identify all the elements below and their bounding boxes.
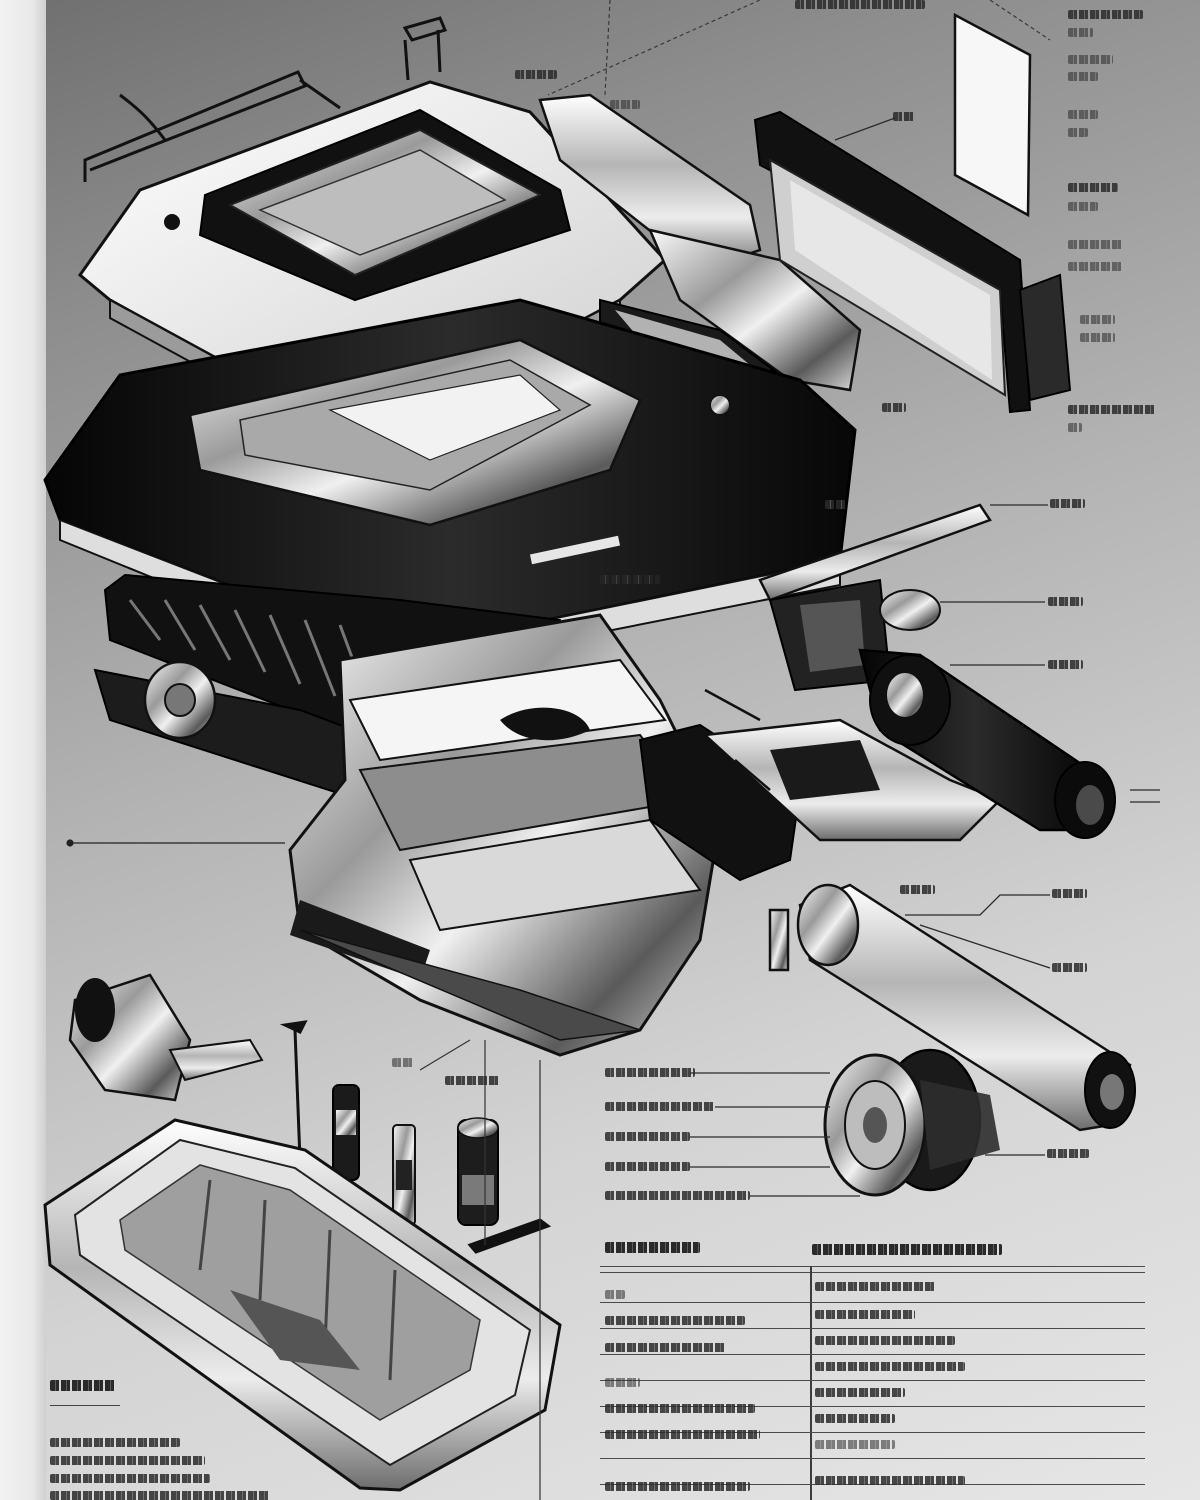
motor-housing-part <box>758 503 1116 839</box>
callout-label-mid-1 <box>882 403 906 412</box>
roller-tube-part <box>796 883 1136 1132</box>
central-motor-core-part <box>288 613 722 1057</box>
filter-frame-part <box>753 12 1072 414</box>
callout-label-right-4 <box>1068 72 1098 81</box>
table-cell <box>605 1404 755 1413</box>
table-rule <box>600 1432 1145 1433</box>
callout-label-right-14 <box>1068 423 1082 432</box>
callout-label-list-2 <box>605 1102 715 1111</box>
callout-label-center <box>445 1076 500 1085</box>
capsule-parts <box>332 1084 499 1226</box>
table-cell <box>815 1362 965 1371</box>
callout-label-shaft-2 <box>1052 889 1087 898</box>
callout-label-right-12 <box>1080 333 1115 342</box>
callout-label-motor-2 <box>1048 597 1083 606</box>
top-leader-lines <box>547 0 1051 96</box>
table-rule <box>600 1354 1145 1355</box>
callout-label-right-2 <box>1068 28 1093 37</box>
callout-label-top-1 <box>795 0 925 9</box>
glass-plate-part <box>953 12 1032 218</box>
table-cell <box>605 1316 745 1325</box>
callout-label-right-13 <box>1068 405 1156 414</box>
paper-margin <box>0 0 46 1500</box>
table-cell <box>605 1290 625 1299</box>
callout-label-right-7 <box>1068 183 1118 192</box>
notes-heading <box>50 1380 115 1391</box>
table-rule <box>600 1328 1145 1329</box>
notes-line-3 <box>50 1474 210 1483</box>
lever-rod-part <box>83 70 341 182</box>
callout-leader-lines <box>690 117 1160 1197</box>
table-cell <box>605 1343 725 1352</box>
fastener-parts <box>704 688 790 972</box>
clip-bracket-part <box>402 16 448 81</box>
notes-line-2 <box>50 1456 205 1465</box>
callout-label-right-3 <box>1068 55 1113 64</box>
table-cell <box>815 1282 935 1291</box>
table-cell <box>815 1310 915 1319</box>
notes-line-4 <box>50 1491 270 1500</box>
end-cap-cylinder-part <box>68 973 264 1102</box>
callout-label-right-5 <box>1068 110 1098 119</box>
table-rule <box>600 1380 1145 1381</box>
pin-parts <box>279 1020 552 1254</box>
table-cell <box>605 1482 750 1491</box>
table-cell <box>605 1430 760 1439</box>
table-title-left <box>605 1242 700 1253</box>
callout-label-top-3 <box>610 100 640 109</box>
vertical-guide-lines <box>419 1039 541 1500</box>
callout-label-list-3 <box>605 1132 690 1141</box>
table-title-right <box>812 1244 1002 1255</box>
callout-label-shaft-1 <box>900 885 935 894</box>
table-cell <box>815 1476 965 1485</box>
callout-label-right-6 <box>1068 128 1088 137</box>
table-rule <box>600 1266 1145 1267</box>
callout-label-center-2 <box>392 1058 414 1067</box>
callout-label-list-5 <box>605 1191 750 1200</box>
callout-label-core <box>825 500 847 509</box>
table-cell <box>815 1388 905 1397</box>
callout-label-list-1 <box>605 1068 695 1077</box>
callout-label-right-11 <box>1080 315 1115 324</box>
table-column-divider <box>810 1266 812 1500</box>
table-rule <box>600 1272 1145 1273</box>
callout-label-right-10 <box>1068 262 1123 271</box>
table-rule <box>600 1302 1145 1303</box>
table-cell <box>815 1414 895 1423</box>
notes-rule <box>50 1405 120 1406</box>
left-leader-line <box>66 839 285 847</box>
table-cell <box>815 1336 955 1345</box>
callout-label-frame <box>893 112 915 121</box>
table-rule <box>600 1458 1145 1459</box>
callout-label-right-1 <box>1068 10 1143 19</box>
table-cell <box>815 1440 895 1449</box>
callout-label-pulley <box>1047 1149 1089 1158</box>
drive-shaft-assembly-part <box>638 718 1003 882</box>
callout-label-right-8 <box>1068 202 1098 211</box>
table-rule <box>600 1406 1145 1407</box>
callout-label-top-2 <box>515 70 557 79</box>
callout-label-list-4 <box>605 1162 690 1171</box>
notes-line-1 <box>50 1438 180 1447</box>
pulley-wheel-part <box>823 1048 1000 1197</box>
callout-label-chute <box>600 575 660 584</box>
callout-label-motor-1 <box>1050 499 1085 508</box>
bottom-drip-tray-part <box>43 1118 562 1492</box>
callout-label-shaft-3 <box>1052 963 1087 972</box>
callout-label-motor-3 <box>1048 660 1083 669</box>
table-cell <box>605 1378 640 1387</box>
callout-label-right-9 <box>1068 240 1123 249</box>
